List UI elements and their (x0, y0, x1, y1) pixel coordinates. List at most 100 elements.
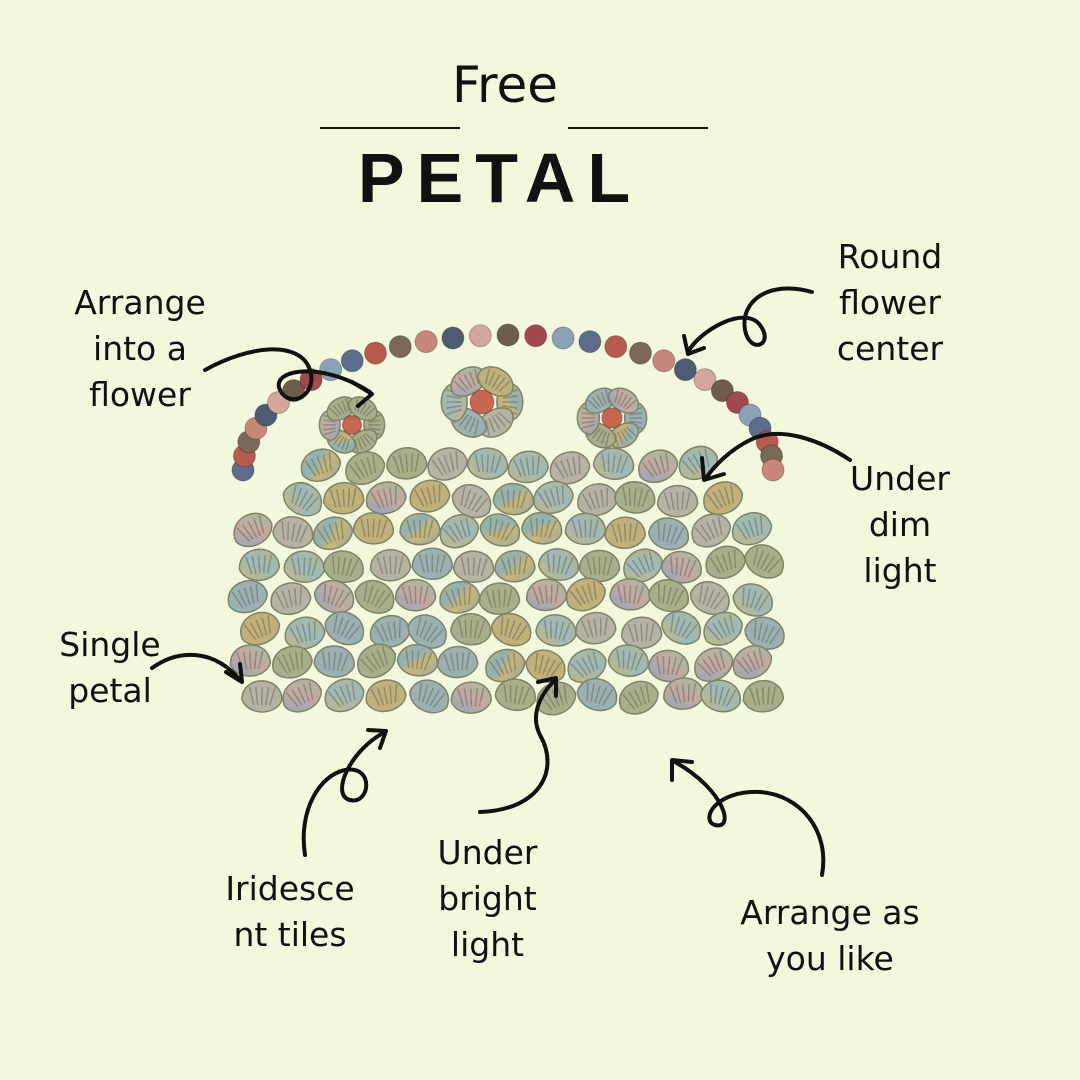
petal-tile (744, 616, 785, 650)
round-tile (652, 349, 676, 373)
petal-tile (324, 611, 365, 646)
round-tile (388, 335, 412, 359)
petal-tile (691, 513, 731, 548)
callout-under-bright-light: Under bright light (437, 833, 538, 964)
title-petal: PETAL (357, 139, 643, 217)
petal-tile (354, 579, 395, 614)
petal-tile (520, 512, 563, 545)
petal-tile (614, 481, 656, 514)
arrow-arrange-flower (203, 347, 372, 402)
arrow-iridescent (301, 730, 387, 857)
petal-tile (313, 645, 355, 678)
petal-tile (313, 579, 355, 614)
petal-tile (300, 448, 342, 482)
arrow-bright-light-head (536, 676, 558, 698)
arrow-single-petal-head (224, 662, 244, 684)
petal-tile (323, 481, 365, 515)
petal-tile (678, 445, 718, 481)
round-tile (524, 324, 548, 348)
title-rule-left (320, 127, 460, 129)
petal-tile (450, 681, 493, 714)
petal-tile (345, 451, 386, 485)
petal-tile (618, 680, 659, 715)
arrow-dim-light (704, 431, 852, 480)
callout-single-petal: Single petal (59, 625, 161, 710)
petal-tile (638, 449, 679, 483)
petal-tile (575, 611, 617, 645)
petal-tile (322, 550, 364, 583)
petal-tile (485, 648, 526, 683)
petal-tile (439, 514, 479, 549)
petal-tile (241, 680, 283, 713)
arrow-bright-light (478, 678, 557, 814)
petal-tile (535, 614, 577, 647)
petal-tile (272, 516, 314, 549)
petal-tile (272, 645, 313, 679)
petal-tile (604, 516, 646, 550)
round-tile (364, 341, 387, 365)
callout-round-flower-center: Round flower center (836, 237, 944, 368)
petal-tile-arrangement (227, 323, 785, 716)
arrow-arrange-like-head (670, 758, 694, 782)
petal-tile (348, 396, 378, 422)
petal-tile (411, 547, 454, 580)
petal-tile (731, 511, 773, 546)
petal-tile (227, 579, 269, 614)
round-tile (601, 407, 623, 429)
round-tile (496, 323, 520, 347)
petal-tile (240, 611, 281, 646)
petal-tile (282, 482, 323, 517)
petal-tile (576, 677, 618, 712)
callout-under-dim-light: Under dim light (850, 459, 950, 590)
petal-tile (656, 484, 699, 518)
petal-tile (732, 583, 773, 617)
callout-arrange-into-flower: Arrange into a flower (74, 283, 206, 414)
petal-tile (648, 579, 689, 613)
petal-tile (490, 612, 532, 647)
callout-arrange-as-you-like: Arrange as you like (740, 893, 920, 978)
petal-tile (365, 679, 407, 713)
round-tile (469, 389, 495, 415)
petal-tile (238, 548, 281, 582)
title-free: Free (451, 56, 559, 114)
petal-tile (703, 481, 744, 515)
petal-tile (607, 387, 640, 414)
petal-tile (466, 447, 509, 480)
petal-tile (369, 549, 412, 582)
round-tile (710, 379, 734, 403)
petal-tile (324, 678, 365, 713)
round-tile (604, 335, 628, 359)
petal-tile (732, 645, 772, 680)
petal-tile (409, 679, 450, 714)
petal-tile (507, 450, 549, 484)
petal-tile (647, 649, 690, 683)
round-tile (673, 358, 697, 382)
petal-tile (525, 649, 566, 683)
petal-tile (742, 679, 785, 713)
arrow-arrange-flower-head (350, 380, 374, 408)
round-tile (340, 349, 364, 373)
petal-tile (592, 447, 635, 480)
petal-tile (494, 549, 536, 583)
petal-tile (537, 548, 579, 581)
arrow-round-center (686, 286, 814, 354)
round-tile (578, 330, 602, 354)
title-rule-right (568, 127, 708, 129)
petal-tile (357, 643, 396, 679)
petal-tile (494, 678, 536, 711)
petal-tile (451, 484, 492, 519)
petal-tile (312, 516, 354, 550)
petal-tile (452, 550, 495, 583)
round-tile (761, 458, 785, 482)
petal-tile (437, 645, 479, 679)
petal-tile (699, 679, 741, 713)
arrow-iridescent-head (366, 728, 388, 750)
round-tile (468, 324, 492, 348)
petal-tile (478, 582, 521, 615)
petal-tile (407, 614, 447, 649)
round-tile (629, 341, 652, 365)
round-tile (551, 326, 575, 350)
petal-tile (427, 447, 468, 481)
arrow-round-center-head (682, 334, 706, 356)
